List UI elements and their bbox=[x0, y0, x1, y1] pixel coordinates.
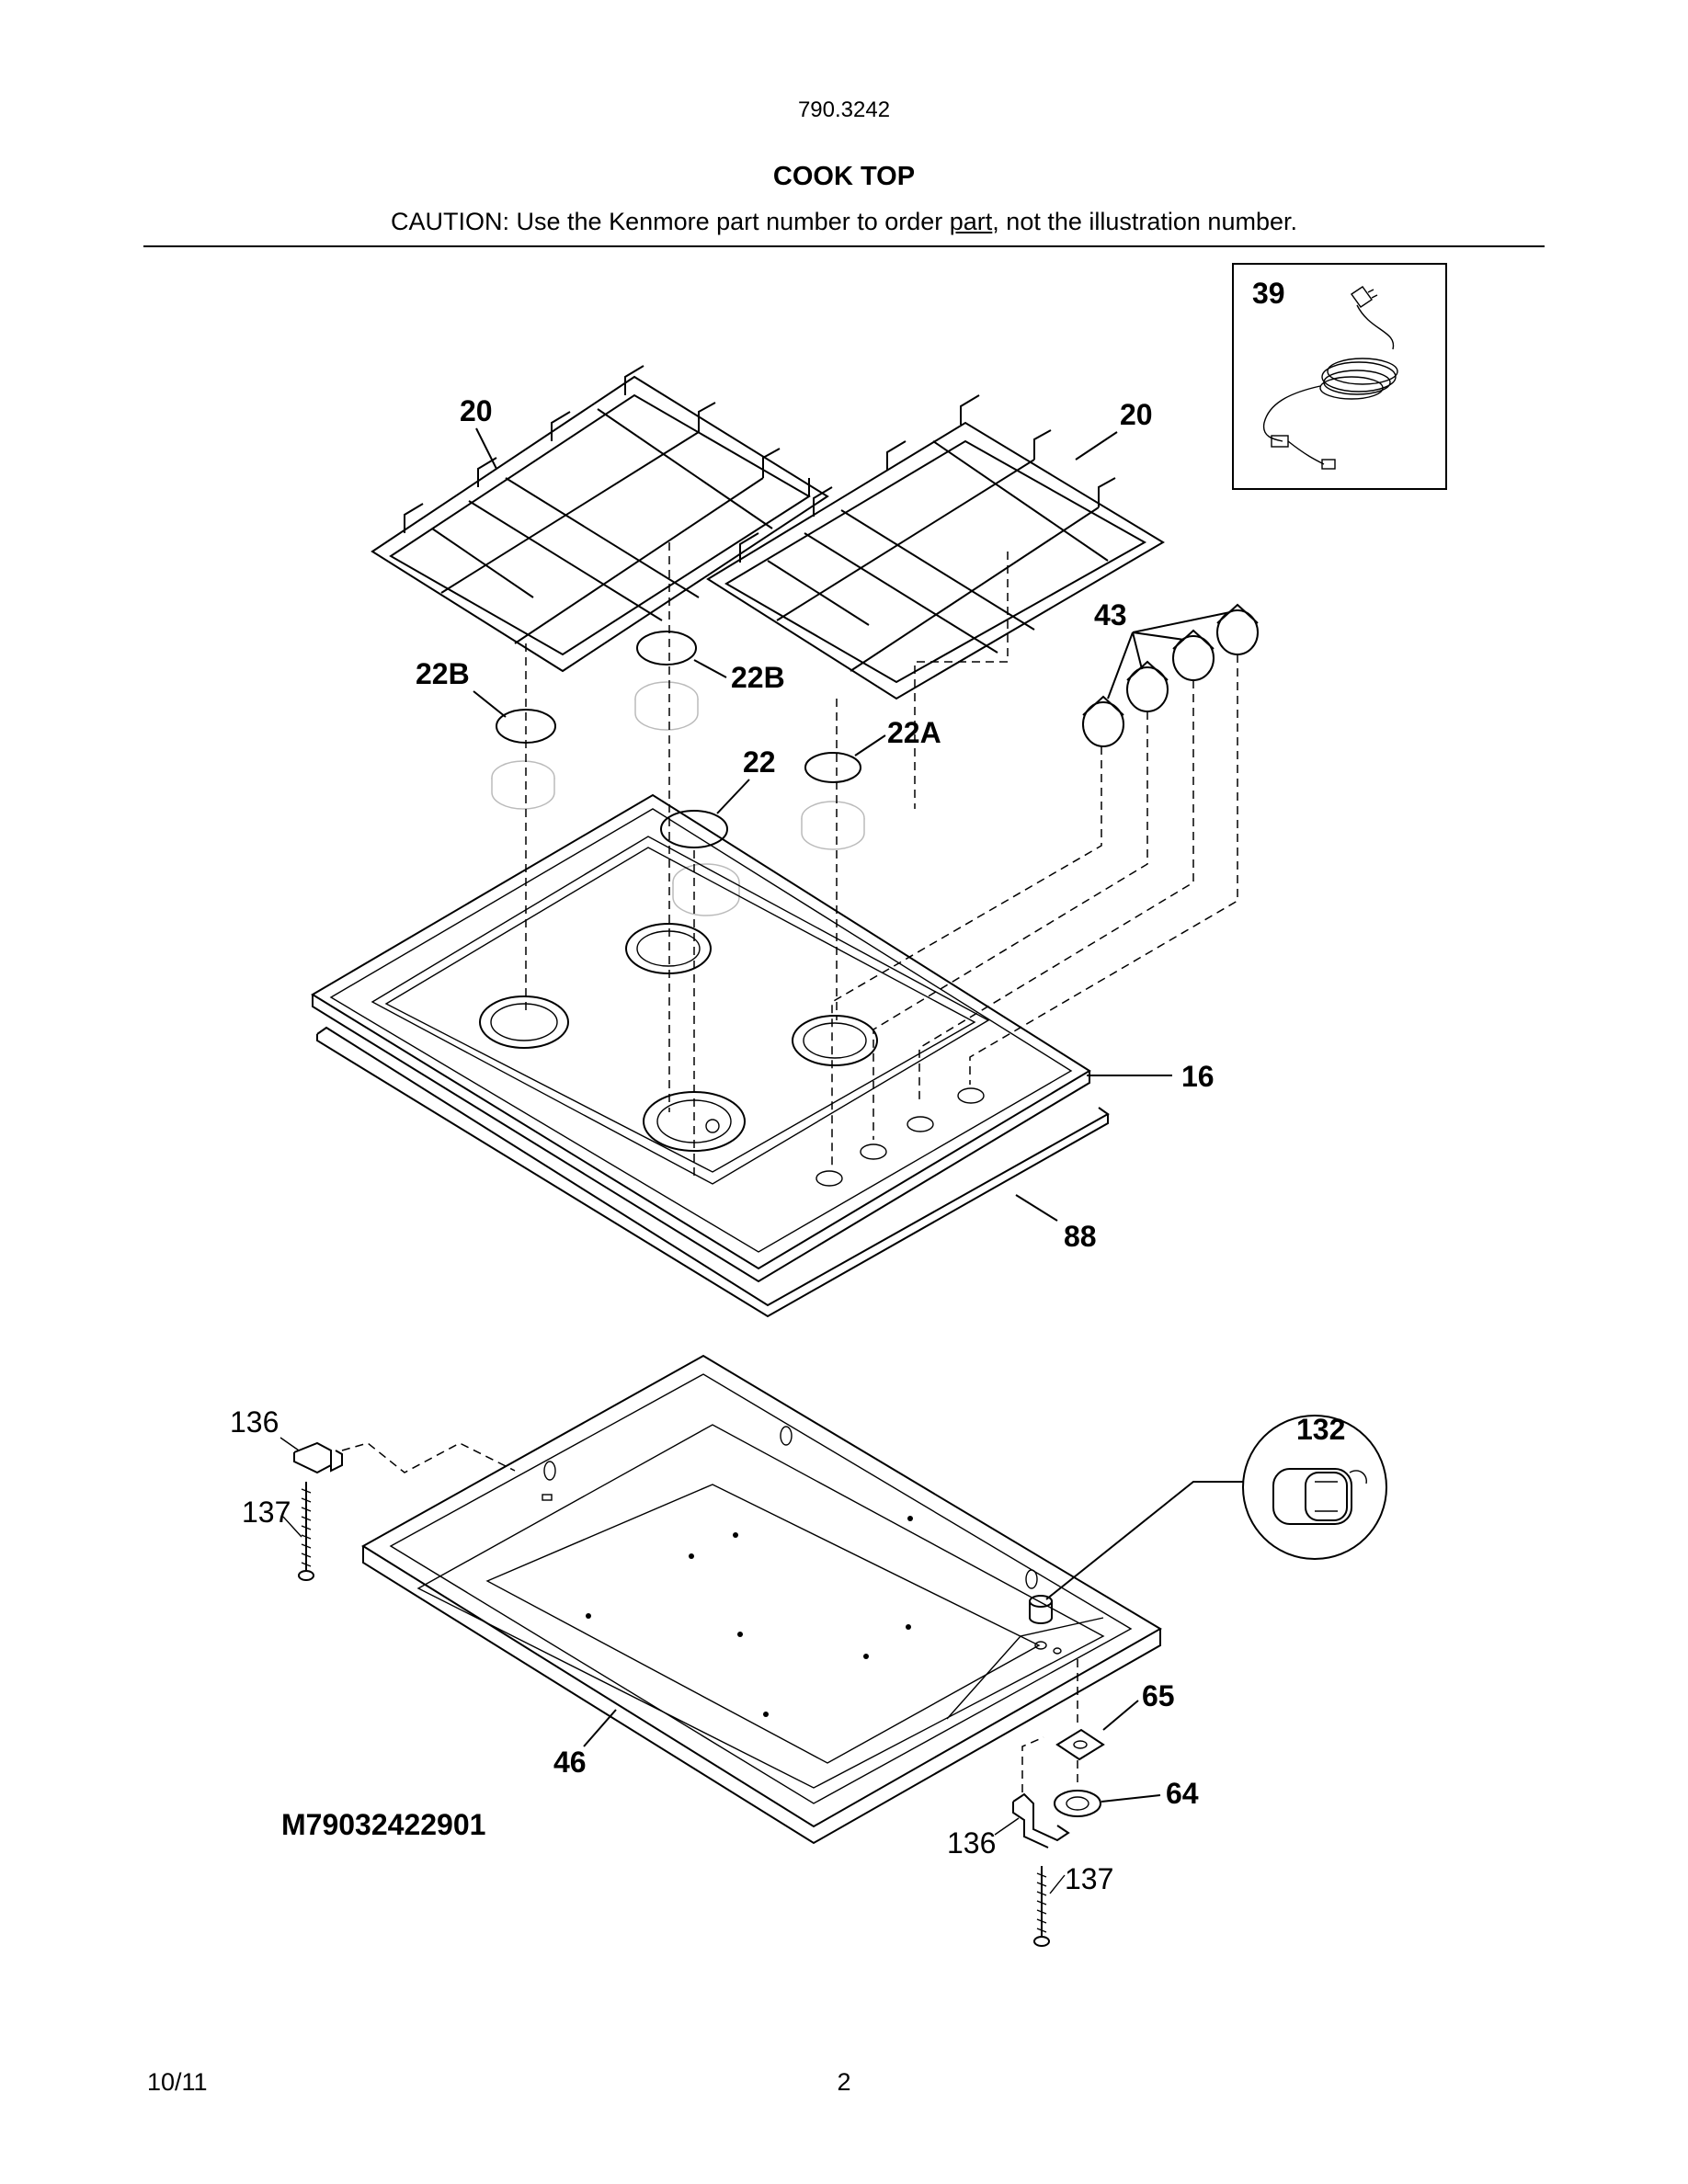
bracket-top-left bbox=[293, 1441, 516, 1581]
callout-88: 88 bbox=[1064, 1220, 1097, 1253]
callout-46: 46 bbox=[553, 1746, 587, 1779]
callout-137-bottom: 137 bbox=[1065, 1862, 1113, 1895]
callout-137-top: 137 bbox=[242, 1496, 291, 1529]
callout-136-bottom: 136 bbox=[947, 1826, 996, 1860]
assembly-lines bbox=[525, 542, 1238, 1177]
knob-icon bbox=[1126, 660, 1169, 712]
valve-hole bbox=[907, 1116, 934, 1132]
knob-icon bbox=[1082, 695, 1124, 747]
callout-22b-mid: 22B bbox=[731, 661, 785, 694]
callout-65: 65 bbox=[1142, 1679, 1175, 1712]
valve-hole bbox=[957, 1087, 985, 1104]
valve-hole bbox=[860, 1143, 887, 1160]
grommet-132-installed bbox=[1029, 1595, 1053, 1624]
callout-136-top: 136 bbox=[230, 1405, 279, 1439]
screw-icon bbox=[1033, 1866, 1050, 1947]
grommet-icon bbox=[1272, 1468, 1367, 1525]
burner-cap-22a bbox=[801, 752, 865, 850]
caution-text-underlined: part bbox=[949, 208, 993, 235]
valve-hole bbox=[815, 1170, 843, 1187]
bracket-bottom-right bbox=[1012, 1736, 1070, 1947]
revision-date: 10/11 bbox=[147, 2068, 208, 2096]
burner-grate-hole bbox=[479, 995, 569, 1049]
control-knobs bbox=[1082, 603, 1259, 747]
page-number: 2 bbox=[837, 2068, 851, 2096]
callout-16: 16 bbox=[1181, 1060, 1215, 1093]
screw-icon bbox=[298, 1482, 314, 1581]
burner-cap-22b-mid bbox=[634, 631, 699, 731]
grate-right bbox=[706, 394, 1165, 700]
grate-left bbox=[371, 365, 829, 673]
callout-20-right: 20 bbox=[1120, 398, 1153, 431]
cooktop-surface bbox=[311, 793, 1091, 1283]
inset-power-cord: 39 bbox=[1232, 263, 1447, 490]
burner-box bbox=[361, 1354, 1162, 1845]
gas-fitting-65 bbox=[1055, 1728, 1105, 1761]
section-title: COOK TOP bbox=[772, 162, 916, 191]
burner-cap-22 bbox=[660, 810, 740, 916]
callout-64: 64 bbox=[1166, 1777, 1199, 1810]
callout-39: 39 bbox=[1252, 277, 1285, 310]
caution-text-before: CAUTION: Use the Kenmore part number to … bbox=[391, 208, 950, 235]
caution-note: CAUTION: Use the Kenmore part number to … bbox=[0, 208, 1688, 236]
knob-icon bbox=[1216, 603, 1259, 655]
callout-20-left: 20 bbox=[460, 394, 493, 427]
caution-text-after: , not the illustration number. bbox=[992, 208, 1297, 235]
callout-22: 22 bbox=[743, 745, 776, 779]
burner-grate-hole bbox=[625, 923, 712, 974]
burner-cap-22b-left bbox=[491, 709, 556, 810]
gasket bbox=[316, 1026, 1110, 1318]
gasket-64 bbox=[1054, 1790, 1101, 1817]
callout-43: 43 bbox=[1094, 598, 1127, 631]
burner-grate-hole bbox=[643, 1091, 746, 1152]
power-cord-icon bbox=[1262, 286, 1398, 470]
callout-22b-left: 22B bbox=[416, 657, 470, 690]
burner-grate-hole bbox=[792, 1015, 878, 1066]
knob-icon bbox=[1172, 629, 1215, 681]
header-rule bbox=[143, 245, 1545, 247]
callout-132: 132 bbox=[1296, 1413, 1345, 1446]
diagram-id: M79032422901 bbox=[281, 1808, 485, 1841]
model-number: 790.3242 bbox=[797, 97, 891, 122]
inset-grommet: 132 bbox=[1045, 1413, 1387, 1600]
